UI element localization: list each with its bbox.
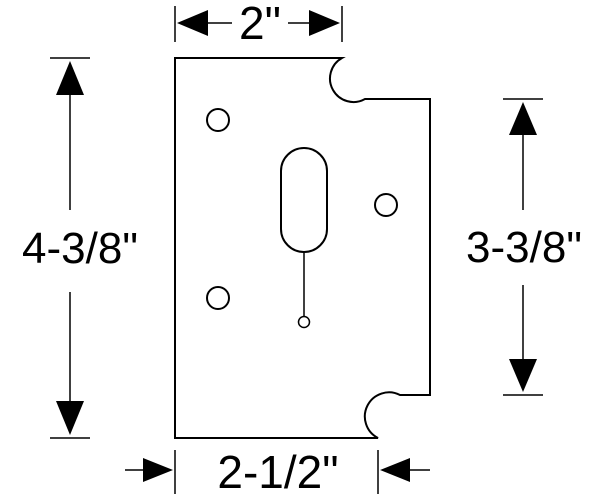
bottom-arrow-right-icon [380,458,410,482]
left-dimension: 4-3/8" [22,57,138,439]
mounting-hole-bottom-left [206,286,230,310]
mounting-hole-top-left [206,108,230,132]
plate-outline [174,57,431,439]
left-dimension-label: 4-3/8" [22,224,138,273]
bottom-dimension: 2-1/2" [125,446,430,498]
center-slot [280,147,328,253]
slot-tail-hole [297,315,311,329]
bottom-arrow-left-icon [143,458,173,482]
right-arrow-up-icon [509,102,537,135]
right-dimension-label: 3-3/8" [466,223,582,272]
top-dimension-label: 2" [239,0,281,49]
top-arrow-left-icon [177,10,208,36]
right-dimension: 3-3/8" [466,98,582,396]
mounting-hole-right [374,193,398,217]
top-arrow-right-icon [309,10,340,36]
right-arrow-down-icon [509,359,537,392]
top-dimension: 2" [174,0,343,49]
left-arrow-down-icon [56,401,84,435]
left-arrow-up-icon [56,61,84,95]
bottom-dimension-label: 2-1/2" [217,446,338,498]
